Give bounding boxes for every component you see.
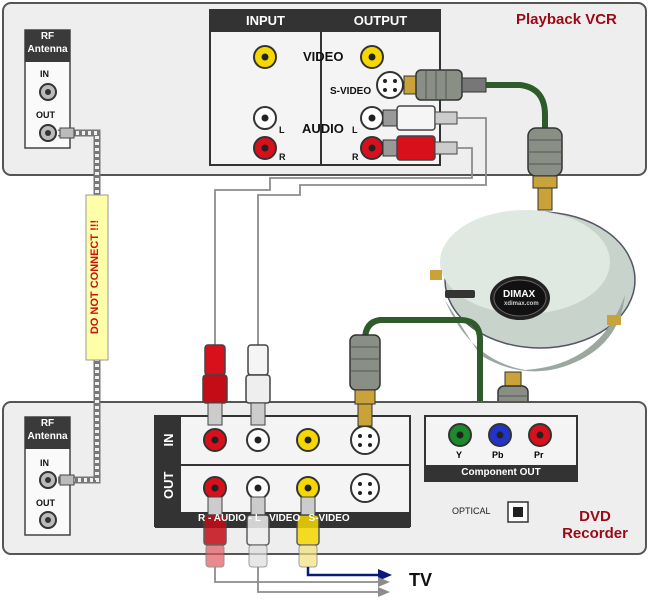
dvd-out-video-plug — [296, 496, 320, 568]
tv-arrow-video — [378, 569, 392, 581]
dimax-adapter — [430, 210, 636, 372]
vcr-audio-l-plug — [382, 105, 458, 131]
dimax-url: xdimax.com — [504, 301, 539, 307]
tv-label: TV — [409, 570, 433, 590]
dvd-rf-out-label: OUT — [36, 498, 55, 508]
audio-cable-l — [257, 117, 487, 345]
vcr-output-l-label: L — [352, 125, 358, 135]
component-y-label: Y — [456, 450, 463, 460]
component-out-label: Component OUT — [461, 467, 541, 478]
vcr-output-svideo-jack — [376, 71, 404, 99]
dvd-out-audio-l-plug — [246, 496, 270, 568]
vcr-svideo-plug — [403, 69, 487, 101]
tv-line-red — [214, 567, 380, 583]
vcr-audio-r-plug — [382, 135, 458, 161]
dvd-rf-in-label: IN — [40, 458, 49, 468]
dvd-rf-title-1: RF — [40, 418, 55, 429]
tv-line-video — [306, 567, 380, 577]
tv-line-white — [257, 567, 380, 593]
vcr-rf-in-label: IN — [40, 69, 49, 79]
warning-text: DO NOT CONNECT !!! — [89, 219, 101, 335]
dvd-bottom-label: R - AUDIO - L VIDEO S-VIDEO — [198, 513, 350, 524]
dvd-title-1: DVD — [579, 508, 611, 525]
tv-arrow-red — [378, 577, 390, 587]
dvd-out-svideo-jack — [350, 473, 380, 503]
vcr-video-label: VIDEO — [303, 49, 344, 64]
vcr-input-r-label: R — [279, 152, 286, 162]
audio-cable-r — [214, 147, 473, 345]
vcr-rf-antenna-header — [25, 30, 70, 62]
dvd-title-2: Recorder — [562, 525, 628, 542]
svideo-cable-vcr — [486, 82, 548, 130]
component-pr-label: Pr — [534, 450, 544, 460]
dvd-in-svideo-plug — [349, 334, 381, 427]
optical-label: OPTICAL — [452, 506, 491, 516]
warning-box — [85, 194, 109, 361]
vcr-audio-label: AUDIO — [302, 121, 344, 136]
vcr-output-r-label: R — [352, 152, 359, 162]
dvd-rf-title-2: Antenna — [27, 431, 68, 442]
dvd-row-in-label: IN — [161, 433, 176, 447]
vcr-output-header: OUTPUT — [353, 13, 408, 28]
component-pb-label: Pb — [492, 450, 504, 460]
dvd-in-audio-r-plug — [202, 344, 228, 426]
vcr-rf-out-label: OUT — [36, 110, 55, 120]
dvd-out-audio-r-plug — [203, 496, 227, 568]
tv-arrow-white — [378, 587, 390, 597]
vcr-rf-title-1: RF — [40, 31, 55, 42]
vcr-svideo-label: S-VIDEO — [330, 86, 372, 97]
dvd-row-out-label: OUT — [161, 471, 176, 499]
dvd-in-svideo-jack — [350, 425, 380, 455]
dvd-in-audio-l-plug — [245, 344, 271, 426]
vcr-input-header: INPUT — [246, 13, 285, 28]
vcr-rf-title-2: Antenna — [27, 44, 68, 55]
adapter-top-plug — [527, 127, 563, 211]
vcr-title: Playback VCR — [516, 11, 617, 28]
dimax-brand: DIMAX — [503, 289, 536, 300]
vcr-input-l-label: L — [279, 125, 285, 135]
